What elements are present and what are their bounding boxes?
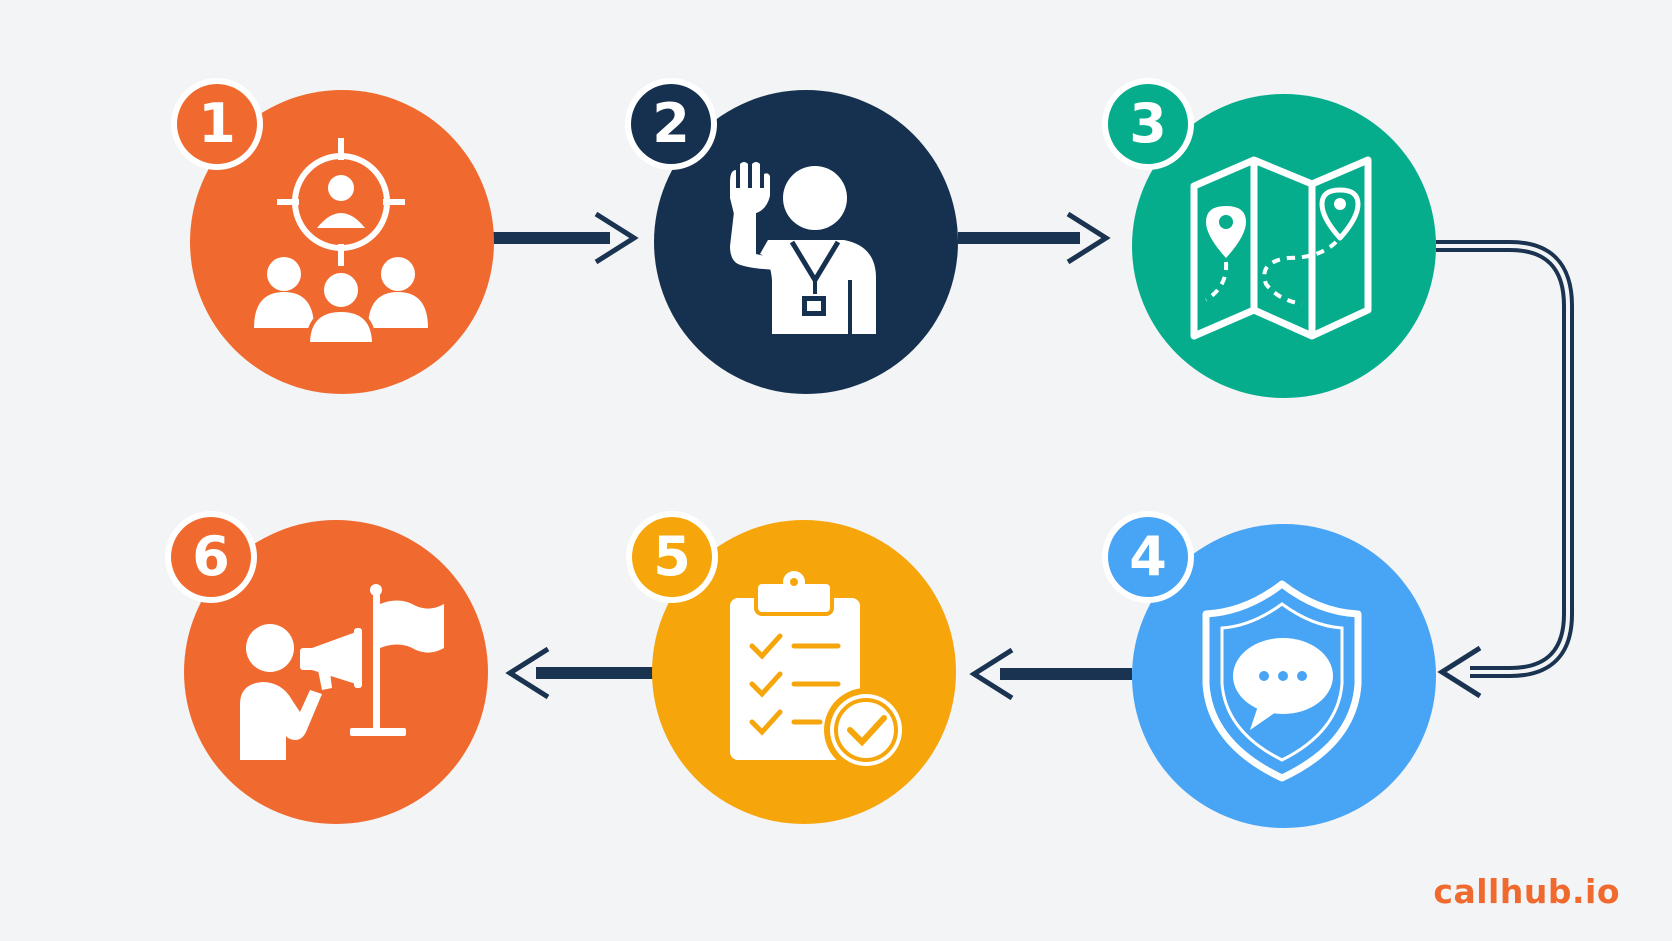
shield-chat-icon bbox=[1202, 580, 1362, 782]
connector-3-to-4 bbox=[1436, 240, 1574, 699]
megaphone-flag-icon bbox=[240, 584, 444, 760]
target-audience-icon bbox=[254, 138, 428, 346]
arrow-4-to-5 bbox=[969, 647, 1132, 701]
arrow-2-to-3 bbox=[958, 211, 1111, 265]
checklist-clipboard-icon bbox=[730, 571, 908, 772]
arrow-5-to-6 bbox=[505, 646, 654, 700]
volunteer-recruit-icon bbox=[730, 162, 876, 334]
connectors bbox=[492, 211, 1574, 701]
step-5-number: 5 bbox=[653, 525, 691, 588]
step-3-number: 3 bbox=[1129, 92, 1167, 155]
step-3-circle bbox=[1132, 94, 1436, 398]
step-1: 1 bbox=[171, 78, 494, 394]
step-3: 3 bbox=[1102, 78, 1436, 398]
step-6-number: 6 bbox=[192, 525, 230, 588]
map-route-icon bbox=[1190, 156, 1372, 340]
step-2-number: 2 bbox=[652, 92, 690, 155]
step-4: 4 bbox=[1102, 511, 1436, 828]
step-6: 6 bbox=[165, 511, 488, 824]
step-5: 5 bbox=[626, 511, 956, 824]
arrow-1-to-2 bbox=[492, 211, 639, 265]
watermark: callhub.io bbox=[1433, 872, 1620, 911]
step-2: 2 bbox=[625, 78, 958, 394]
step-1-number: 1 bbox=[198, 92, 236, 155]
step-4-number: 4 bbox=[1129, 525, 1167, 588]
